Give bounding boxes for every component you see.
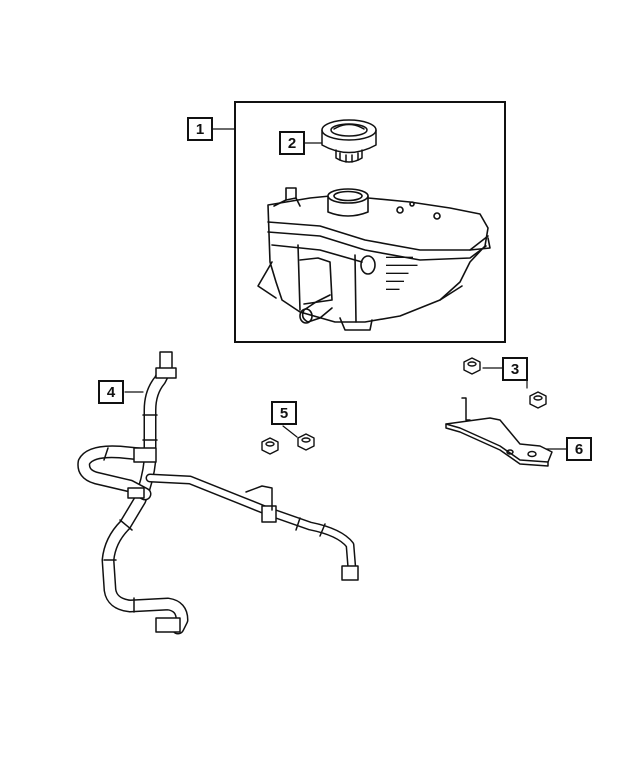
tank-label-line: ▬▬▬	[386, 286, 400, 291]
callout-4: 4	[98, 380, 124, 404]
callout-2: 2	[279, 131, 305, 155]
coolant-reservoir-drawing	[257, 187, 491, 331]
nut-drawings-3	[463, 357, 547, 409]
tank-label-line: ▬▬▬▬▬▬▬	[386, 262, 418, 267]
tank-label-line: ▬▬▬▬▬▬	[386, 254, 414, 259]
leader-lines	[124, 128, 567, 450]
tank-label-line: ▬▬▬▬	[386, 278, 405, 283]
tank-label-text: ▬▬▬▬▬▬ ▬▬▬▬▬▬▬ ▬▬▬▬▬ ▬▬▬▬ ▬▬▬	[386, 254, 418, 291]
mounting-bracket-drawing	[445, 397, 553, 467]
tank-label-line: ▬▬▬▬▬	[386, 270, 409, 275]
callout-3: 3	[502, 357, 528, 381]
callout-6: 6	[566, 437, 592, 461]
nut-drawings-5	[261, 433, 315, 455]
callout-5: 5	[271, 401, 297, 425]
pressure-cap-drawing	[321, 119, 377, 163]
reservoir-frame	[234, 101, 506, 343]
hose-assembly-drawing	[77, 351, 359, 635]
callout-1: 1	[187, 117, 213, 141]
